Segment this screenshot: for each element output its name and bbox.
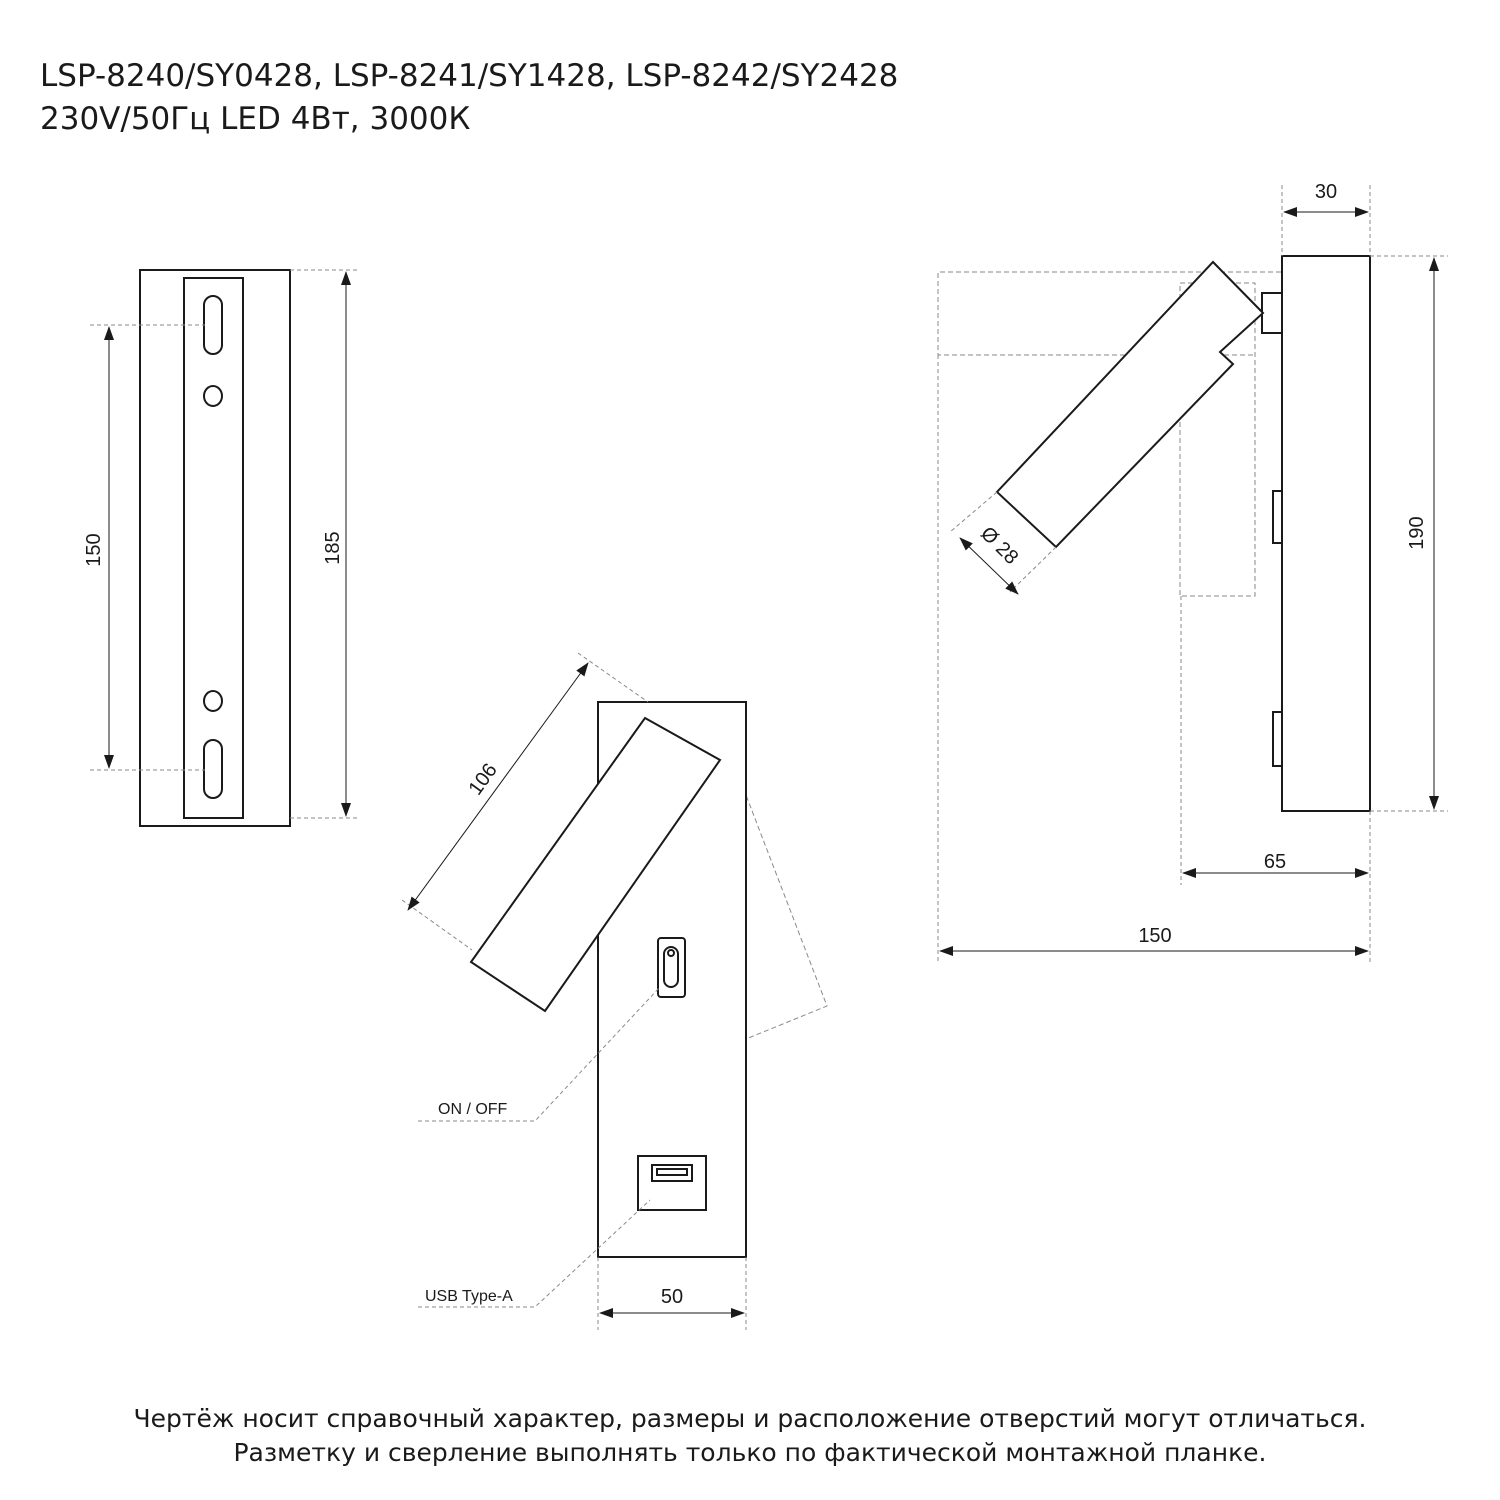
- front-view: [469, 701, 828, 1258]
- usb-panel: [637, 1155, 707, 1211]
- dim-height: 190: [1406, 516, 1428, 549]
- usb-port[interactable]: [651, 1164, 693, 1182]
- usb-port-inner: [656, 1168, 688, 1176]
- slot-hole-top: [203, 295, 223, 355]
- side-usb: [1272, 711, 1283, 767]
- usb-label: USB Type-A: [425, 1288, 513, 1305]
- dim-offset: 65: [1264, 851, 1286, 873]
- switch-label: ON / OFF: [438, 1101, 508, 1118]
- plate-dimension-lines: [90, 269, 358, 819]
- side-body-outline: [1281, 255, 1371, 812]
- front-dimension-lines: [401, 652, 747, 1330]
- slot-hole-bottom: [203, 739, 223, 799]
- pivot-joint: [1261, 292, 1282, 334]
- head-horizontal-position: [937, 271, 1281, 356]
- model-numbers: LSP-8240/SY0428, LSP-8241/SY1428, LSP-82…: [40, 58, 899, 94]
- switch-dot: [667, 949, 675, 957]
- switch-toggle[interactable]: [663, 946, 679, 988]
- side-dimension-lines: [937, 185, 1448, 962]
- lamp-head-side: [995, 260, 1265, 549]
- electrical-specs: 230V/50Гц LED 4Вт, 3000К: [40, 101, 471, 137]
- side-view: [937, 255, 1371, 812]
- screw-hole-top: [203, 385, 223, 407]
- wall-plate-outline: [139, 269, 291, 827]
- side-switch: [1272, 490, 1283, 544]
- dim-head-diameter: Ø 28: [976, 523, 1022, 569]
- head-folded-position: [1179, 282, 1256, 597]
- head-alt-position: [669, 715, 828, 1040]
- dim-arm-length: 106: [464, 760, 501, 800]
- switch-housing: [657, 937, 686, 998]
- mounting-plate-view: [139, 269, 291, 827]
- mounting-bar: [183, 277, 244, 819]
- dim-hole-spacing: 150: [83, 533, 105, 566]
- disclaimer-line-2: Разметку и сверление выполнять только по…: [233, 1438, 1267, 1467]
- disclaimer-line-1: Чертёж носит справочный характер, размер…: [133, 1404, 1367, 1433]
- dim-depth: 30: [1315, 181, 1337, 203]
- screw-hole-bottom: [203, 690, 223, 712]
- dim-reach: 150: [1138, 925, 1171, 947]
- dim-plate-height: 185: [322, 531, 344, 564]
- dim-base-width: 50: [661, 1286, 683, 1308]
